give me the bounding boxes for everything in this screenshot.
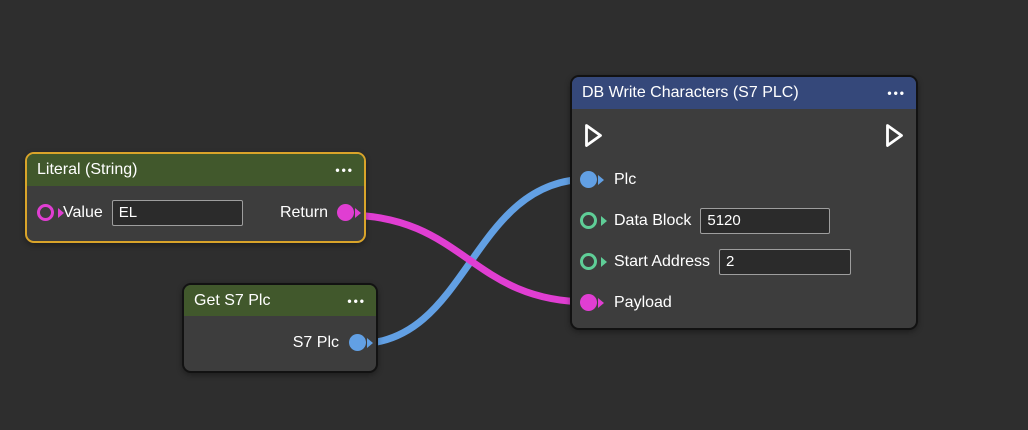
data-block-input-port[interactable] — [580, 212, 597, 229]
data-block-label: Data Block — [614, 211, 692, 229]
node-header[interactable]: DB Write Characters (S7 PLC) ••• — [572, 77, 916, 109]
return-output-port[interactable] — [337, 204, 354, 221]
return-label: Return — [279, 203, 328, 221]
node-row-data-block: Data Block — [580, 200, 908, 241]
node-title: Literal (String) — [37, 161, 138, 178]
node-menu-button[interactable]: ••• — [347, 293, 366, 308]
node-get-s7-plc[interactable]: Get S7 Plc ••• S7 Plc — [182, 283, 378, 373]
start-address-field[interactable] — [719, 248, 852, 275]
node-title: DB Write Characters (S7 PLC) — [582, 84, 799, 101]
node-menu-button[interactable]: ••• — [887, 86, 906, 100]
payload-input-port[interactable] — [580, 294, 597, 311]
node-row-exec — [580, 111, 908, 159]
exec-input-port[interactable] — [582, 122, 605, 149]
plc-label: Plc — [614, 170, 637, 188]
node-header[interactable]: Get S7 Plc ••• — [184, 285, 376, 316]
value-input-port[interactable] — [37, 204, 54, 221]
node-title: Get S7 Plc — [194, 291, 271, 309]
node-menu-button[interactable]: ••• — [335, 163, 354, 177]
start-address-label: Start Address — [614, 252, 711, 270]
s7plc-label: S7 Plc — [292, 333, 339, 351]
node-db-write-characters[interactable]: DB Write Characters (S7 PLC) ••• Plc Dat… — [570, 75, 918, 330]
value-field[interactable] — [111, 199, 243, 226]
data-block-field[interactable] — [700, 207, 831, 234]
node-row-payload: Payload — [580, 282, 908, 323]
plc-input-port[interactable] — [580, 171, 597, 188]
node-row-start-address: Start Address — [580, 241, 908, 282]
node-row-plc: Plc — [580, 159, 908, 200]
s7plc-output-port[interactable] — [349, 334, 366, 351]
wire-return-to-payload[interactable] — [341, 211, 593, 306]
value-label: Value — [63, 203, 103, 221]
start-address-input-port[interactable] — [580, 253, 597, 270]
node-header[interactable]: Literal (String) ••• — [27, 154, 364, 186]
node-row-value: Value Return — [27, 199, 364, 226]
node-row-s7plc: S7 Plc — [184, 334, 376, 352]
payload-label: Payload — [614, 293, 672, 311]
exec-output-port[interactable] — [883, 122, 906, 149]
node-literal-string[interactable]: Literal (String) ••• Value Return — [25, 152, 366, 243]
